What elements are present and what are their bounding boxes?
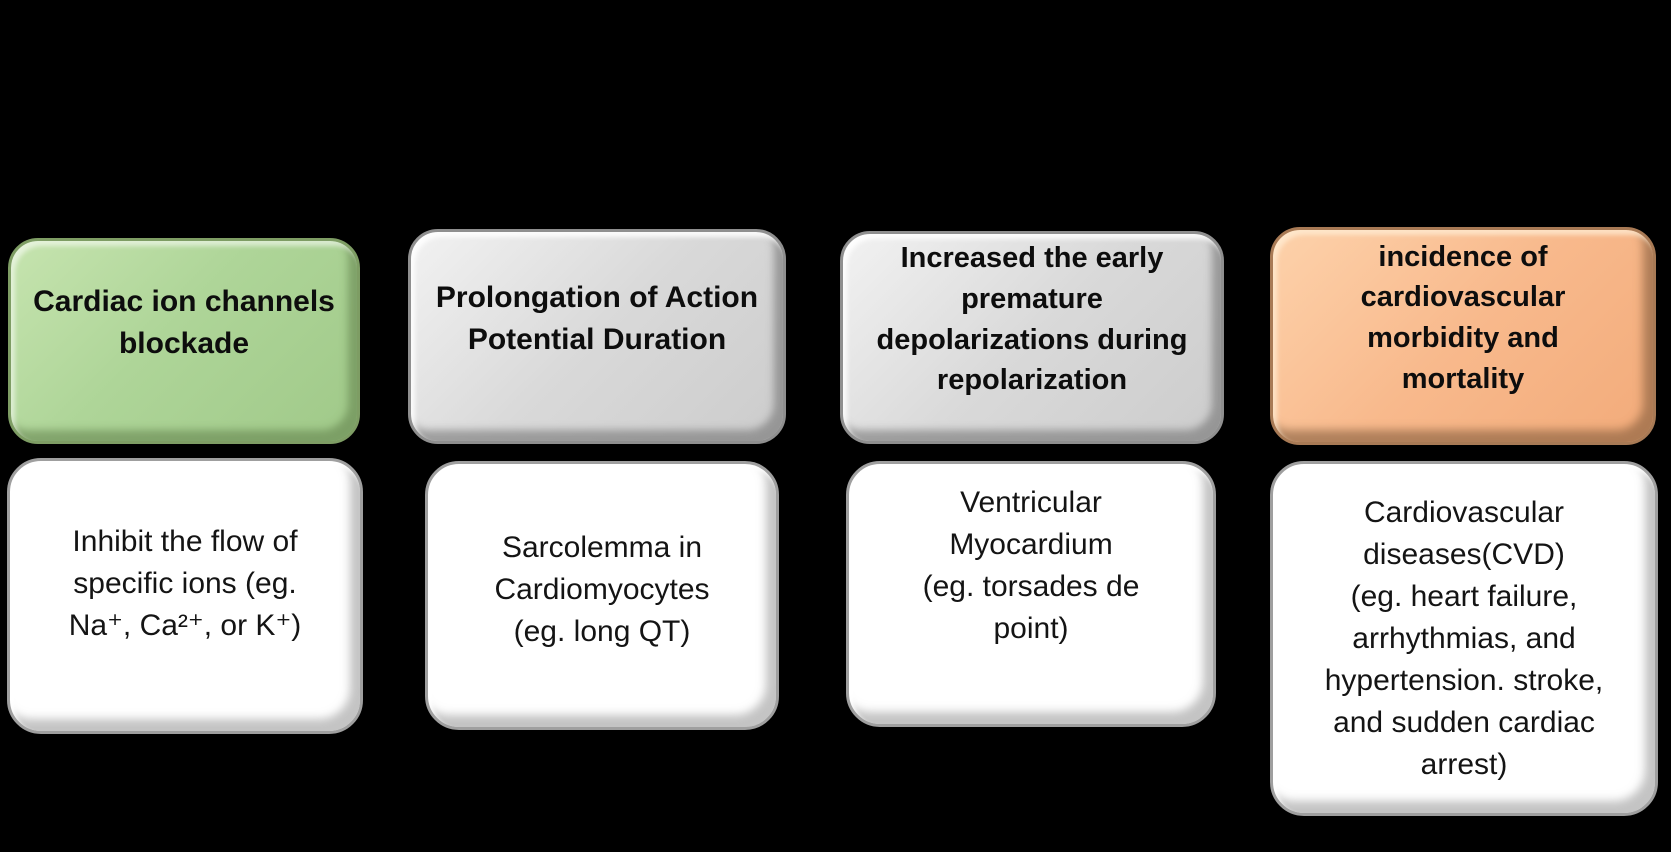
header-box-prolongation-action-potential: Prolongation of Action Potential Duratio… (408, 229, 786, 444)
header-box-cardiovascular-morbidity-mortality: incidence of cardiovascular morbidity an… (1270, 227, 1656, 445)
detail-text: Sarcolemma in Cardiomyocytes (eg. long Q… (494, 530, 710, 648)
header-text: Cardiac ion channels blockade (33, 285, 335, 360)
header-text: Prolongation of Action Potential Duratio… (435, 280, 759, 356)
detail-box-ventricular-myocardium: Ventricular Myocardium (eg. torsades de … (846, 461, 1216, 727)
header-box-early-premature-depolarizations: Increased the early premature depolariza… (840, 231, 1224, 444)
detail-text: Cardiovascular diseases(CVD) (eg. heart … (1324, 495, 1604, 781)
detail-text: Inhibit the flow of specific ions (eg. N… (68, 525, 302, 642)
detail-text: Ventricular Myocardium (eg. torsades de … (922, 486, 1140, 645)
header-text: incidence of cardiovascular morbidity an… (1360, 240, 1566, 395)
header-box-cardiac-ion-channels-blockade: Cardiac ion channels blockade (8, 238, 360, 444)
detail-box-sarcolemma-cardiomyocytes: Sarcolemma in Cardiomyocytes (eg. long Q… (425, 461, 779, 730)
detail-box-cardiovascular-diseases: Cardiovascular diseases(CVD) (eg. heart … (1270, 461, 1658, 816)
detail-box-ion-flow-inhibition: Inhibit the flow of specific ions (eg. N… (7, 458, 363, 734)
header-text: Increased the early premature depolariza… (876, 242, 1188, 397)
